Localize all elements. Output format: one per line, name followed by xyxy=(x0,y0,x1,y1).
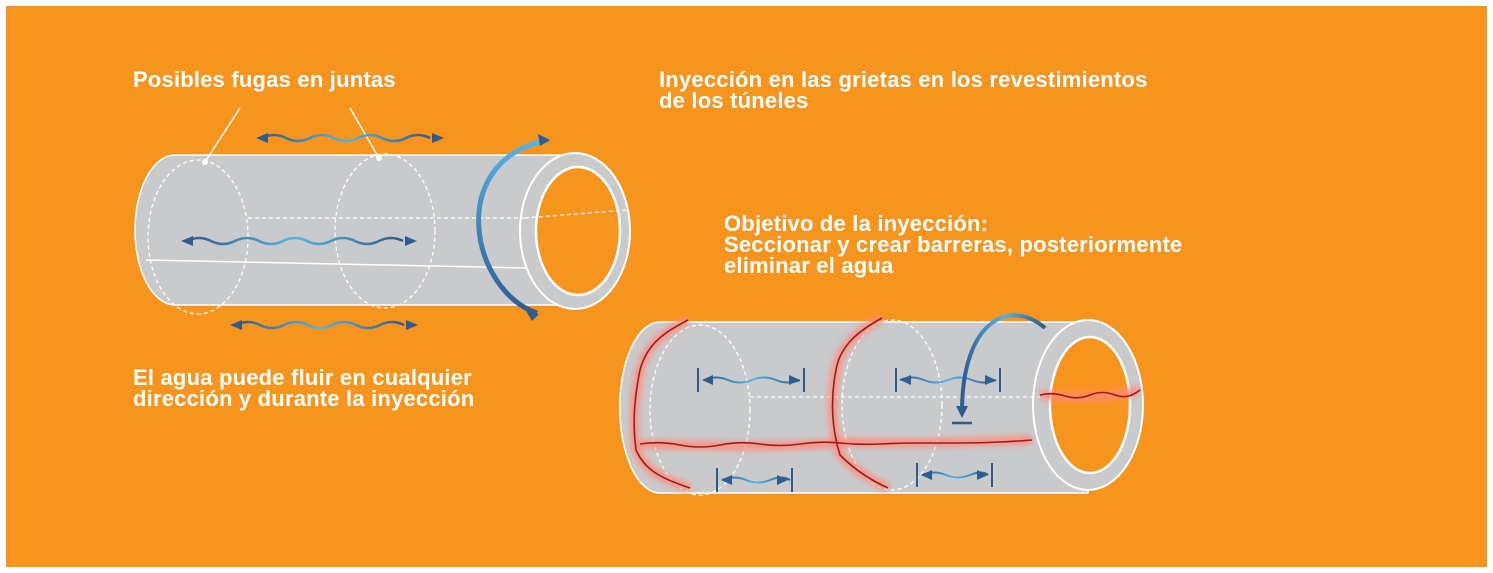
left-tube-opening xyxy=(534,165,622,297)
injection-arrowhead xyxy=(956,406,968,418)
right-joint-ring-2 xyxy=(841,319,943,491)
rotation-arrowhead-bottom xyxy=(526,311,539,321)
label-objective-line-2: Seccionar y crear barreras, posteriormen… xyxy=(724,232,1183,257)
title-injection-cracks-line-2: de los túneles xyxy=(659,88,809,113)
label-water-flow-line-1: El agua puede fluir en cualquier xyxy=(133,365,472,390)
flow-arrow-bottom xyxy=(235,320,405,330)
left-tunnel-tube xyxy=(134,107,631,330)
injection-arrow xyxy=(960,313,1047,413)
rotation-arrow xyxy=(476,137,549,316)
flow-arrow-top xyxy=(261,133,431,143)
crack-lines xyxy=(633,317,1141,489)
rotation-arrowhead-top xyxy=(538,134,550,146)
flow-arrow-middle xyxy=(186,236,404,246)
barrier-arrow-4 xyxy=(916,463,993,487)
label-injection-objective: Objetivo de la inyección: Seccionar y cr… xyxy=(724,211,1183,278)
barrier-arrow-2 xyxy=(895,368,1001,392)
flow-arrowheads xyxy=(181,133,444,330)
right-tunnel-tube xyxy=(619,313,1144,496)
label-objective-line-1: Objetivo de la inyección: xyxy=(724,211,989,236)
right-joint-ring-1 xyxy=(649,324,751,496)
label-objective-line-3: eliminar el agua xyxy=(724,253,894,278)
barrier-arrow-3 xyxy=(716,468,793,492)
label-possible-leaks: Posibles fugas en juntas xyxy=(133,67,396,92)
label-water-flow: El agua puede fluir en cualquier direcci… xyxy=(133,365,475,411)
left-tube-body xyxy=(134,154,579,306)
barrier-arrow-1 xyxy=(697,368,805,392)
leader-line-joint-1 xyxy=(204,107,241,163)
title-injection-cracks-line-1: Inyección en las grietas en los revestim… xyxy=(659,67,1148,92)
label-possible-leaks-text: Posibles fugas en juntas xyxy=(133,67,396,92)
left-joint-ring-2 xyxy=(334,153,436,309)
left-tube-seam-upper xyxy=(248,209,628,219)
leader-dot-joint-2 xyxy=(376,155,382,161)
title-injection-cracks: Inyección en las grietas en los revestim… xyxy=(659,67,1148,113)
leader-line-joint-2 xyxy=(349,107,380,159)
left-tube-seam-lower xyxy=(145,259,528,269)
leader-dot-joint-1 xyxy=(202,159,208,165)
right-tube-opening xyxy=(1048,335,1132,475)
label-water-flow-line-2: dirección y durante la inyección xyxy=(133,386,475,411)
